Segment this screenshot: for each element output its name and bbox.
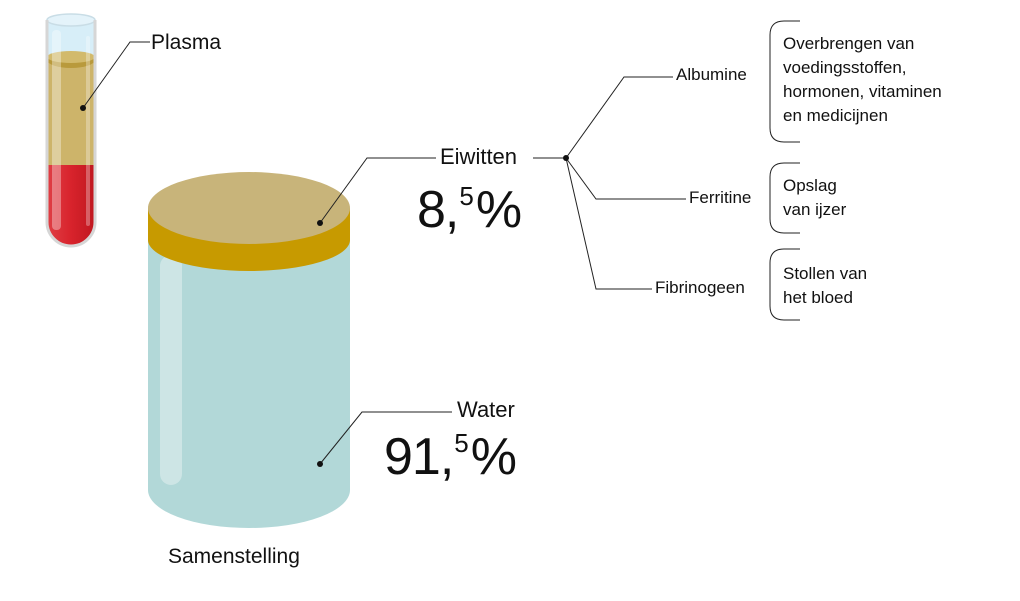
protein-description-fibrinogeen: Stollen van het bloed: [783, 264, 868, 307]
eiwitten-percentage-main: 8,: [417, 181, 459, 239]
eiwitten-percentage-sup: 5: [459, 181, 474, 211]
water-percentage: 91,5%: [384, 428, 517, 486]
test-tube-icon: [45, 13, 97, 248]
branch-dot: [563, 155, 569, 161]
plasma-label: Plasma: [151, 31, 222, 54]
fibrinogeen-bracket: [769, 248, 800, 321]
protein-name-ferritine: Ferritine: [689, 188, 752, 207]
eiwitten-percentage-unit: %: [475, 181, 522, 239]
protein-name-albumine: Albumine: [676, 65, 747, 84]
ferritine-branch-line: [565, 157, 686, 200]
cylinder-highlight: [160, 255, 182, 485]
composition-cylinder: [148, 172, 350, 528]
albumine-bracket: [769, 20, 800, 143]
leader-lines: [82, 20, 800, 465]
ferritine-bracket: [769, 162, 800, 234]
water-label: Water: [457, 397, 515, 422]
protein-description-albumine: Overbrengen van voedingsstoffen, hormone…: [783, 34, 942, 125]
eiwitten-leader-line: [319, 157, 436, 224]
protein-description-ferritine: Opslag van ijzer: [783, 176, 847, 219]
water-percentage-unit: %: [470, 428, 517, 486]
plasma-leader-line: [82, 41, 150, 109]
water-leader-line: [319, 411, 452, 465]
fibrinogeen-branch-line: [565, 157, 652, 290]
eiwitten-dot: [317, 220, 323, 226]
plasma-top: [148, 172, 350, 244]
eiwitten-label: Eiwitten: [440, 144, 518, 169]
water-dot: [317, 461, 323, 467]
plasma-dot: [80, 105, 86, 111]
albumine-branch-line: [565, 76, 673, 159]
samenstelling-label: Samenstelling: [168, 545, 300, 568]
leader-dots: [80, 105, 569, 467]
eiwitten-percentage: 8,5%: [417, 181, 522, 239]
water-percentage-main: 91,: [384, 428, 454, 486]
water-body: [148, 240, 350, 528]
protein-name-fibrinogeen: Fibrinogeen: [655, 278, 745, 297]
water-percentage-sup: 5: [454, 428, 469, 458]
